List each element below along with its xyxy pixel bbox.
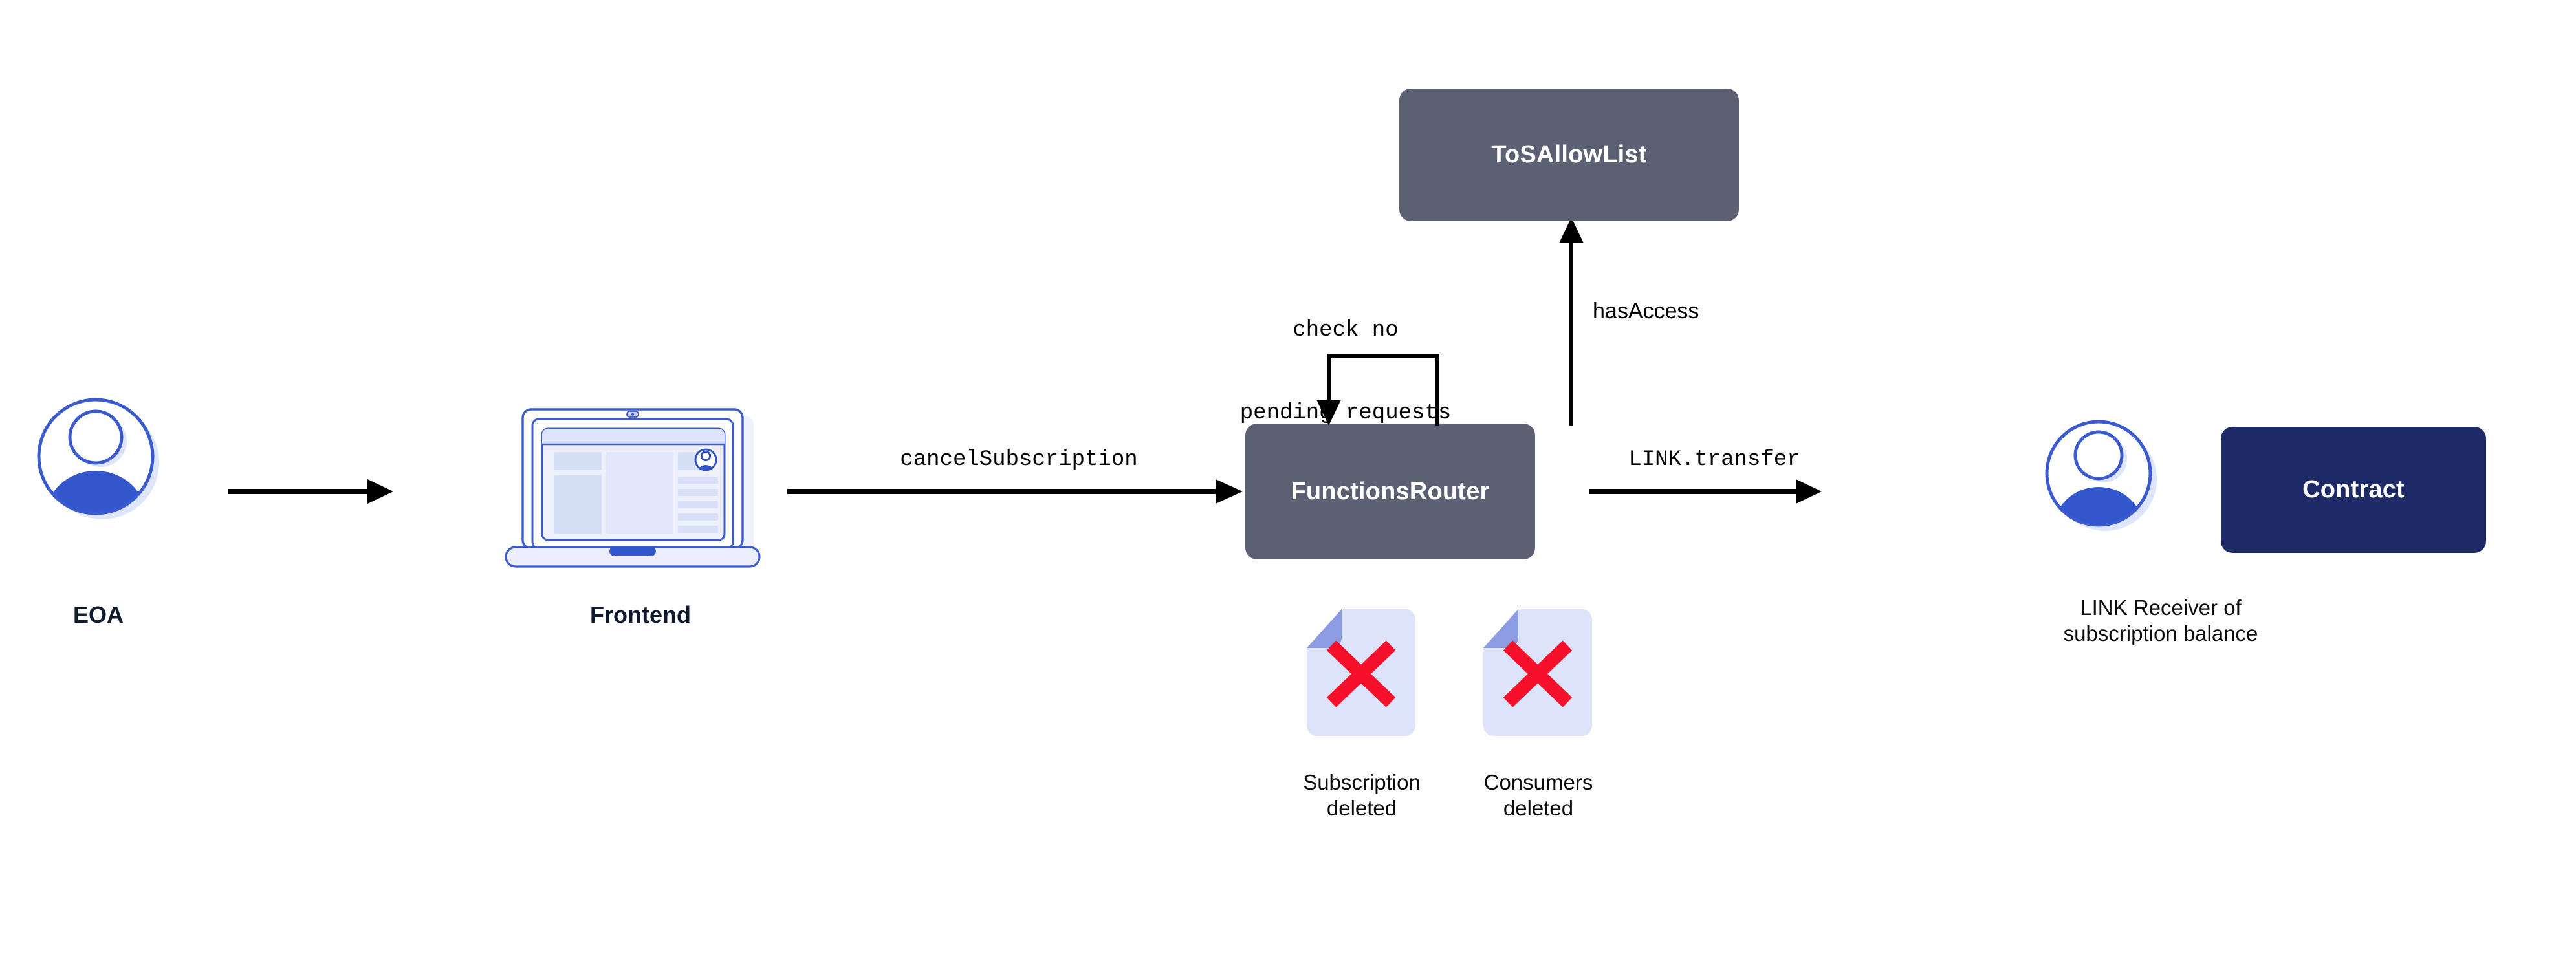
tosallowlist-label: ToSAllowList [1491, 141, 1647, 168]
self-loop-label-line2: pending requests [1239, 400, 1452, 426]
edge-label-link-transfer: LINK.transfer [1628, 448, 1800, 472]
edge-label-check-no-pending-requests: check no pending requests [1194, 262, 1498, 482]
contract-box[interactable]: Contract [2221, 427, 2486, 553]
arrow-functionsrouter-to-link-receiver [1585, 475, 1844, 508]
subscription-deleted-line2: deleted [1326, 796, 1397, 821]
arrow-functionsrouter-self-loop [1313, 349, 1462, 433]
link-receiver-caption: LINK Receiver of subscription balance [1980, 595, 2342, 647]
document-deleted-icon [1300, 608, 1423, 737]
edge-label-hasaccess: hasAccess [1593, 299, 1699, 323]
consumers-deleted-line1: Consumers [1483, 770, 1593, 794]
eoa-avatar-icon [34, 394, 163, 524]
laptop-browser-icon [505, 398, 783, 569]
subscription-deleted-caption: Subscription deleted [1252, 770, 1472, 822]
tosallowlist-box[interactable]: ToSAllowList [1399, 89, 1739, 221]
link-receiver-line2: subscription balance [2063, 621, 2258, 646]
arrow-functionsrouter-to-tosallowlist [1553, 213, 1591, 427]
functionsrouter-label: FunctionsRouter [1291, 477, 1490, 505]
arrow-frontend-to-functionsrouter [786, 475, 1252, 508]
document-deleted-icon [1477, 608, 1600, 737]
functionsrouter-box[interactable]: FunctionsRouter [1245, 424, 1535, 559]
arrow-eoa-to-frontend [220, 475, 401, 508]
edge-label-cancelsubscription: cancelSubscription [900, 448, 1138, 472]
frontend-label: Frontend [590, 601, 691, 628]
contract-label: Contract [2302, 476, 2405, 503]
link-receiver-avatar-icon [2043, 417, 2159, 534]
self-loop-label-line1: check no [1293, 318, 1399, 343]
consumers-deleted-line2: deleted [1503, 796, 1574, 821]
consumers-deleted-caption: Consumers deleted [1428, 770, 1648, 822]
link-receiver-line1: LINK Receiver of [2080, 596, 2242, 620]
eoa-label: EOA [72, 601, 124, 628]
subscription-deleted-line1: Subscription [1303, 770, 1421, 794]
